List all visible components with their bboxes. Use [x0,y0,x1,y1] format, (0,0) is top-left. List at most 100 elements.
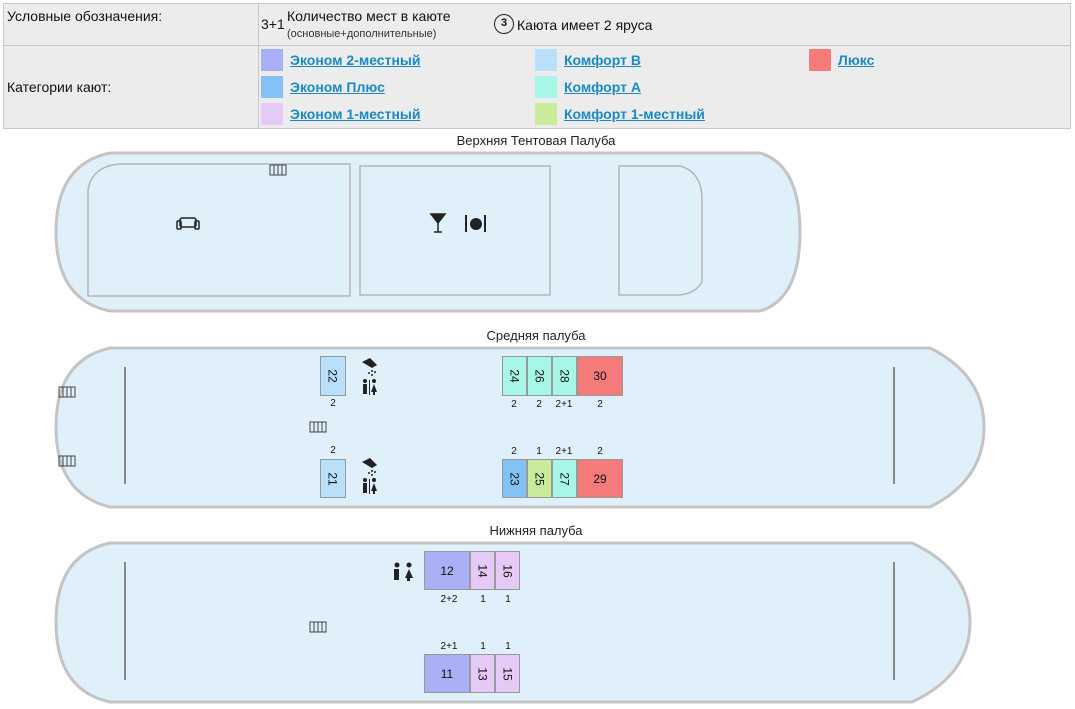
cabin-number: 24 [507,369,522,383]
upper-deck-title: Верхняя Тентовая Палуба [456,133,616,148]
cabin-25[interactable]: 25 [527,459,552,498]
cabin-14[interactable]: 14 [470,551,495,590]
shower-icon [362,358,377,376]
cabin-23[interactable]: 23 [502,459,527,498]
restroom-icon [363,478,377,494]
cabin-number: 16 [500,563,515,578]
cabin-capacity: 2 [511,399,517,410]
category-link[interactable]: Комфорт 1-местный [564,106,705,122]
cabin-number: 15 [500,666,515,681]
cabin-number: 12 [440,563,454,578]
category-lux[interactable]: Люкс [809,49,874,71]
cabin-number: 14 [475,563,490,578]
category-link[interactable]: Эконом 1-местный [290,106,421,122]
stairs-icon [58,386,76,398]
cabin-number: 23 [507,471,522,486]
upper-deck-hull [54,151,802,313]
cabin-capacity: 2 [597,446,603,457]
seat-subtext: (основные+дополнительные) [287,28,437,40]
category-economy-1[interactable]: Эконом 1-местный [261,103,420,125]
cabin-capacity: 1 [480,641,486,652]
cabin-28[interactable]: 28 [552,356,577,396]
cabin-capacity: 2 [536,399,542,410]
aft-room [618,165,703,296]
category-swatch [535,76,557,98]
dining-icon [465,215,486,232]
cabin-22[interactable]: 22 [320,356,346,396]
cabin-capacity: 1 [505,641,511,652]
category-link[interactable]: Комфорт B [564,52,641,68]
cabin-12[interactable]: 12 [424,551,470,590]
restroom-icon [363,379,377,395]
cabin-capacity: 2+1 [555,446,573,457]
cabin-24[interactable]: 24 [502,356,527,396]
category-swatch [261,103,283,125]
cabin-capacity: 2+1 [440,641,458,652]
cabin-capacity: 1 [480,594,486,605]
category-comfort-a[interactable]: Комфорт A [535,76,641,98]
cabin-number: 26 [532,369,547,383]
category-link[interactable]: Люкс [838,52,875,68]
seat-explanation: Количество мест в каюте (основные+дополн… [287,8,451,42]
cabin-number: 25 [532,471,547,486]
sofa-icon [176,217,200,230]
cabin-13[interactable]: 13 [470,654,495,693]
category-swatch [261,76,283,98]
stairs-icon [58,455,76,467]
cabin-number: 22 [325,369,340,383]
cabin-capacity: 2 [597,399,603,410]
cabin-capacity: 2 [330,445,336,456]
category-swatch [809,49,831,71]
seat-example: 3+1 [261,16,285,32]
restaurant-room [359,165,551,296]
cabin-capacity: 1 [536,446,542,457]
tier-badge-icon: 3 [494,14,514,34]
cabin-number: 30 [593,369,607,383]
cabin-15[interactable]: 15 [495,654,520,693]
stairs-icon [309,621,327,633]
cabin-21[interactable]: 21 [320,459,346,498]
cabin-capacity: 2+2 [440,594,458,605]
cabin-number: 13 [475,666,490,681]
cabin-capacity: 2+1 [555,399,573,410]
cabin-capacity: 2 [511,446,517,457]
restroom-icon [394,562,413,581]
cabin-capacity: 2 [330,398,336,409]
cabin-26[interactable]: 26 [527,356,552,396]
cabin-16[interactable]: 16 [495,551,520,590]
legend-key-cell: 3+1 Количество мест в каюте (основные+до… [258,3,1071,46]
legend-title-cell: Условные обозначения: [3,3,259,46]
category-swatch [535,103,557,125]
category-economy-2[interactable]: Эконом 2-местный [261,49,420,71]
cabin-11[interactable]: 11 [424,654,470,693]
stairs-icon [269,164,287,176]
category-economy-plus[interactable]: Эконом Плюс [261,76,385,98]
cabin-number: 11 [440,666,454,681]
category-link[interactable]: Эконом 2-местный [290,52,421,68]
legend-table: Условные обозначения: 3+1 Количество мес… [3,3,1071,129]
lower-deck-title: Нижняя палуба [489,523,583,538]
seat-text: Количество мест в каюте [287,8,451,24]
cocktail-icon [429,213,447,233]
cabin-number: 29 [593,471,607,486]
cabin-number: 21 [325,471,340,486]
cabin-number: 27 [557,471,572,486]
cabin-30[interactable]: 30 [577,356,623,396]
cabin-number: 28 [557,369,572,383]
category-link[interactable]: Эконом Плюс [290,79,385,95]
legend-title: Условные обозначения: [7,8,163,24]
category-link[interactable]: Комфорт A [564,79,641,95]
tier-text: Каюта имеет 2 яруса [517,17,653,33]
category-comfort-1[interactable]: Комфорт 1-местный [535,103,705,125]
lounge-room [87,163,351,297]
categories-label-cell: Категории кают: [3,45,259,129]
categories-label: Категории кают: [7,79,112,95]
cabin-29[interactable]: 29 [577,459,623,498]
cabin-27[interactable]: 27 [552,459,577,498]
category-swatch [261,49,283,71]
category-swatch [535,49,557,71]
middle-deck-title: Средняя палуба [486,328,586,343]
category-comfort-b[interactable]: Комфорт B [535,49,641,71]
lower-deck-hull [54,541,972,704]
